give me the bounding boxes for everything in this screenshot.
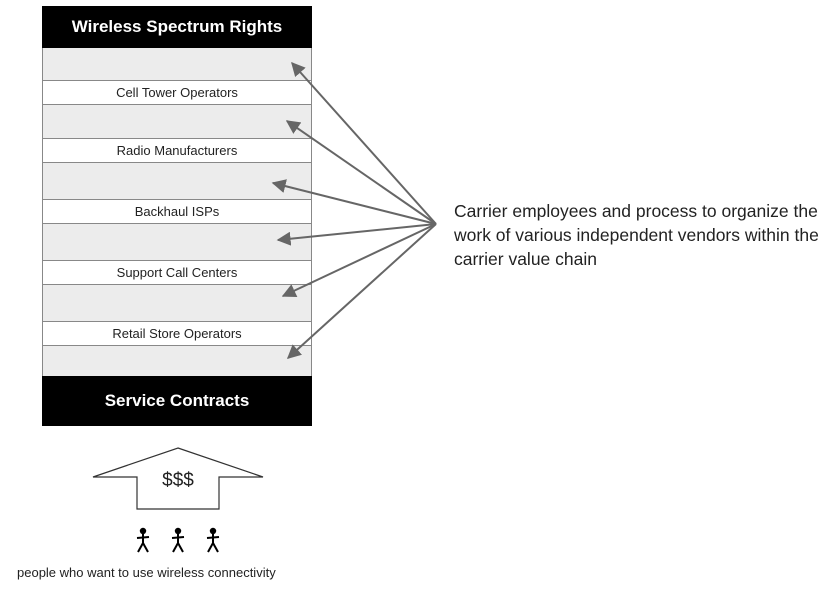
coordination-gap <box>42 105 312 138</box>
coordination-gap <box>42 163 312 199</box>
spectrum-rights-label: Wireless Spectrum Rights <box>71 17 283 36</box>
arrow-to-gap-6 <box>286 223 437 359</box>
vendor-layer: Cell Tower Operators <box>42 80 312 105</box>
person-icon <box>171 527 185 553</box>
money-label: $$$ <box>162 470 194 491</box>
arrow-to-gap-4 <box>276 223 437 246</box>
vendor-label: Cell Tower Operators <box>116 85 238 100</box>
people-icons <box>136 527 220 553</box>
vendor-layer: Backhaul ISPs <box>42 199 312 224</box>
money-flow-arrow <box>92 447 264 510</box>
coordination-gap <box>42 285 312 321</box>
vendor-layer: Support Call Centers <box>42 260 312 285</box>
arrow-to-gap-3 <box>271 179 437 225</box>
vendor-label: Retail Store Operators <box>112 326 242 341</box>
service-contracts-bar: Service Contracts <box>42 376 312 426</box>
arrow-to-gap-5 <box>281 223 437 297</box>
service-contracts-label: Service Contracts <box>104 391 250 410</box>
person-icon <box>136 527 150 553</box>
arrow-to-gap-1 <box>291 61 437 225</box>
coordination-gap <box>42 48 312 80</box>
vendor-label: Support Call Centers <box>116 265 238 280</box>
spectrum-rights-bar: Wireless Spectrum Rights <box>42 6 312 48</box>
vendor-label: Backhaul ISPs <box>134 204 220 219</box>
vendor-label: Radio Manufacturers <box>116 143 238 158</box>
people-caption: people who want to use wireless connecti… <box>17 565 276 580</box>
carrier-coordination-note: Carrier employees and process to organiz… <box>454 201 819 269</box>
value-chain-stack: Wireless Spectrum Rights Cell Tower Oper… <box>42 6 312 426</box>
person-icon <box>206 527 220 553</box>
coordination-gap <box>42 224 312 260</box>
vendor-layer: Radio Manufacturers <box>42 138 312 163</box>
arrow-to-gap-2 <box>285 120 437 225</box>
vendor-layer: Retail Store Operators <box>42 321 312 346</box>
coordination-gap <box>42 346 312 376</box>
